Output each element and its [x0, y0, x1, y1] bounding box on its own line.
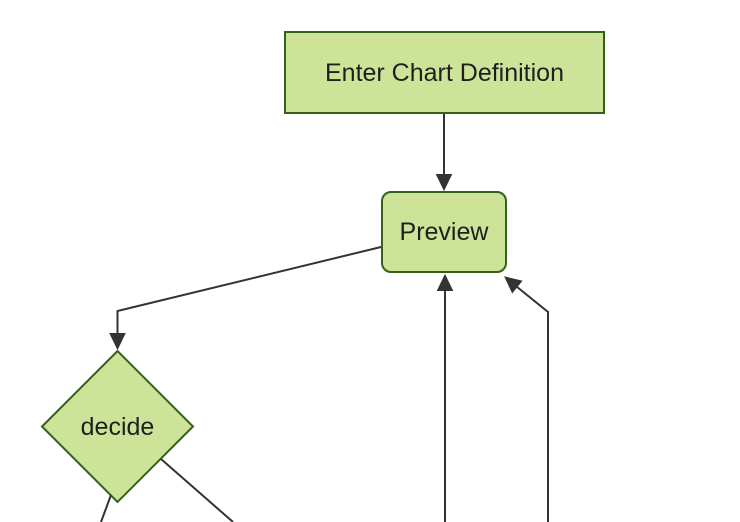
edge-decide-to-offscreen-left [100, 494, 112, 522]
node-enter-chart-definition: Enter Chart Definition [284, 31, 605, 114]
edge-preview-to-decide [116, 246, 382, 335]
arrowhead-into-preview-top [435, 174, 453, 192]
node-decide-shape [40, 349, 195, 504]
node-enter-chart-definition-label: Enter Chart Definition [324, 58, 564, 87]
arrowhead-into-preview-bottom [436, 273, 454, 291]
edge-bottom-to-preview-corner [515, 285, 549, 522]
node-preview-label: Preview [399, 218, 489, 246]
node-preview: Preview [381, 191, 507, 273]
arrowhead-into-preview-corner [504, 276, 523, 294]
arrowhead-into-decide-top [109, 333, 126, 351]
edge-decide-to-offscreen-right [160, 458, 234, 522]
